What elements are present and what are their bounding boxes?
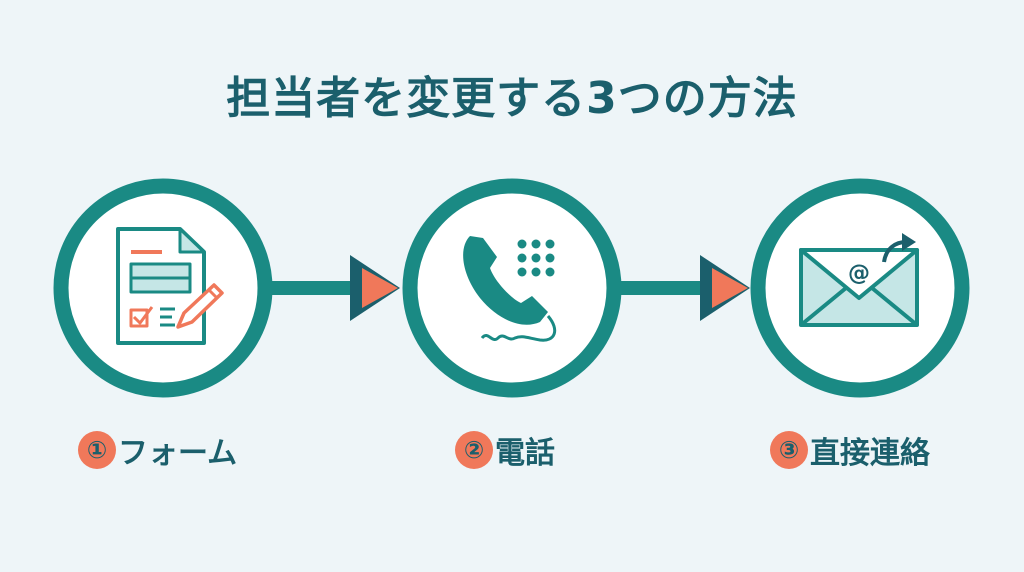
email-envelope-at-icon: @ xyxy=(799,233,919,327)
form-document-pencil-icon xyxy=(116,227,224,345)
step-label-form: ① フォーム xyxy=(78,428,237,472)
telephone-keypad-icon xyxy=(463,236,557,342)
page-title: 担当者を変更する3つの方法 xyxy=(226,73,798,124)
step-label-text: フォーム xyxy=(118,436,238,471)
step-label-text: 電話 xyxy=(495,436,555,471)
step-label-contact: ③ 直接連絡 xyxy=(770,428,930,472)
step-label-text: 直接連絡 xyxy=(810,436,930,471)
step-circle-phone xyxy=(402,178,622,398)
step-number-badge: ② xyxy=(455,431,493,469)
step-number-badge: ① xyxy=(78,431,116,469)
arrow-connector-1 xyxy=(270,255,400,321)
svg-text:@: @ xyxy=(848,261,870,286)
arrow-connector-2 xyxy=(620,255,750,321)
step-number-badge: ③ xyxy=(770,431,808,469)
step-label-phone: ② 電話 xyxy=(455,428,555,472)
